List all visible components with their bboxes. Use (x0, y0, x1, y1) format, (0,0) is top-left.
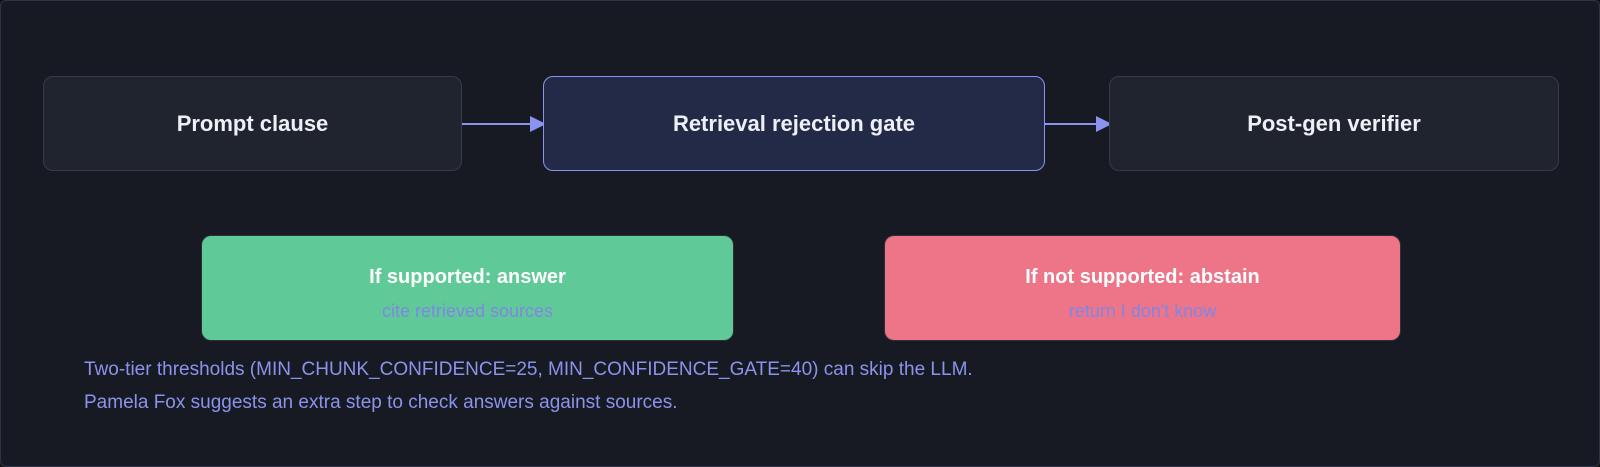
note-thresholds: Two-tier thresholds (MIN_CHUNK_CONFIDENC… (84, 359, 973, 380)
node-retrieval-rejection-gate: Retrieval rejection gate (543, 76, 1045, 171)
node-post-gen-verifier: Post-gen verifier (1109, 76, 1559, 171)
arrowhead-icon (1096, 116, 1112, 132)
arrow-prompt-to-gate (462, 116, 546, 132)
outcome-title: If supported: answer (369, 266, 566, 288)
outcome-subtitle: return I don't know (1068, 301, 1217, 321)
outcome-abstain: If not supported: abstain return I don't… (884, 235, 1401, 341)
arrow-gate-to-verifier (1045, 116, 1112, 132)
node-prompt-clause: Prompt clause (43, 76, 462, 171)
outcome-subtitle: cite retrieved sources (381, 301, 554, 321)
node-label: Prompt clause (176, 110, 329, 136)
node-label: Post-gen verifier (1247, 110, 1421, 136)
node-label: Retrieval rejection gate (672, 110, 916, 136)
note-verification: Pamela Fox suggests an extra step to che… (84, 392, 678, 413)
outcome-title: If not supported: abstain (1025, 266, 1260, 288)
arrowhead-icon (530, 116, 546, 132)
outcome-answer: If supported: answer cite retrieved sour… (201, 235, 734, 341)
